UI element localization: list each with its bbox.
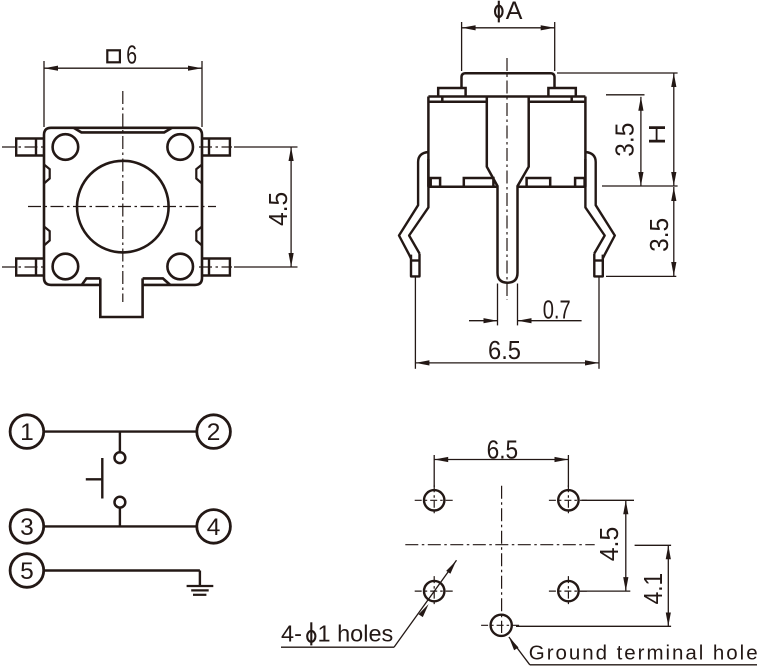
svg-text:6.5: 6.5	[487, 436, 519, 464]
svg-text:A: A	[506, 0, 523, 25]
svg-text:2: 2	[207, 419, 221, 446]
svg-text:3.5: 3.5	[612, 123, 640, 157]
svg-text:6: 6	[126, 40, 137, 70]
svg-text:4-: 4-	[281, 620, 302, 646]
svg-text:4.1: 4.1	[640, 573, 668, 605]
svg-text:5: 5	[20, 558, 34, 585]
svg-text:6.5: 6.5	[488, 337, 521, 365]
svg-text:4: 4	[207, 514, 221, 541]
svg-text:3: 3	[20, 514, 34, 541]
svg-text:0.7: 0.7	[543, 296, 571, 324]
svg-text:1: 1	[20, 419, 34, 446]
svg-text:3.5: 3.5	[646, 218, 674, 252]
svg-text:4.5: 4.5	[596, 527, 624, 562]
svg-text:1 holes: 1 holes	[318, 620, 394, 646]
svg-text:Ground terminal hole: Ground terminal hole	[529, 642, 758, 665]
svg-text:H: H	[644, 124, 670, 145]
svg-text:4.5: 4.5	[265, 192, 293, 226]
